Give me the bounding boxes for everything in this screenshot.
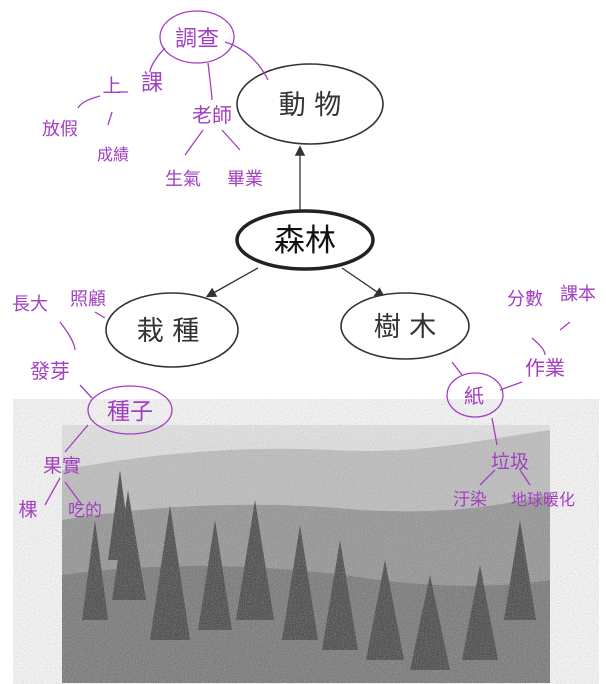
note-lesson: 課 [141,71,163,96]
note-sprout: 發芽 [30,359,70,383]
node-planting: 栽 種 [105,292,239,368]
note-care: 照顧 [70,289,106,310]
note-garbage: 垃圾 [491,451,529,473]
note-grow-up: 長大 [12,294,48,315]
note-grades: 成績 [97,145,129,164]
trees-label: 樹 木 [374,312,437,343]
note-pollution: 汙染 [453,490,487,510]
forest-photo [62,425,550,683]
center-node: 森林 [235,209,375,271]
note-global-warming: 地球暖化 [511,490,575,509]
note-vacation: 放假 [42,119,78,140]
note-textbook: 課本 [560,284,596,305]
node-trees: 樹 木 [340,292,470,360]
note-homework: 作業 [525,356,565,380]
note-paper: 紙 [464,384,484,408]
note-teacher: 老師 [192,103,232,127]
node-animals: 動 物 [236,63,384,145]
note-eaten: 吃的 [68,501,102,521]
planting-label: 栽 種 [137,316,200,347]
note-up: 上 [102,75,121,97]
note-score: 分數 [507,289,543,310]
handwritten-notes [44,10,571,506]
center-label: 森林 [274,223,336,259]
note-fruit: 果實 [43,455,81,477]
note-graduate: 畢業 [227,169,263,190]
note-tree-count: 棵 [18,499,37,521]
arrows [205,145,386,298]
note-seed: 種子 [107,399,153,425]
note-survey: 調查 [175,27,219,52]
animals-label: 動 物 [279,90,342,121]
handwritten-text: 調查 課 上 放假 成績 老師 生氣 畢業 長大 照顧 發芽 種子 果實 棵 吃… [12,27,596,521]
note-angry: 生氣 [165,169,201,190]
